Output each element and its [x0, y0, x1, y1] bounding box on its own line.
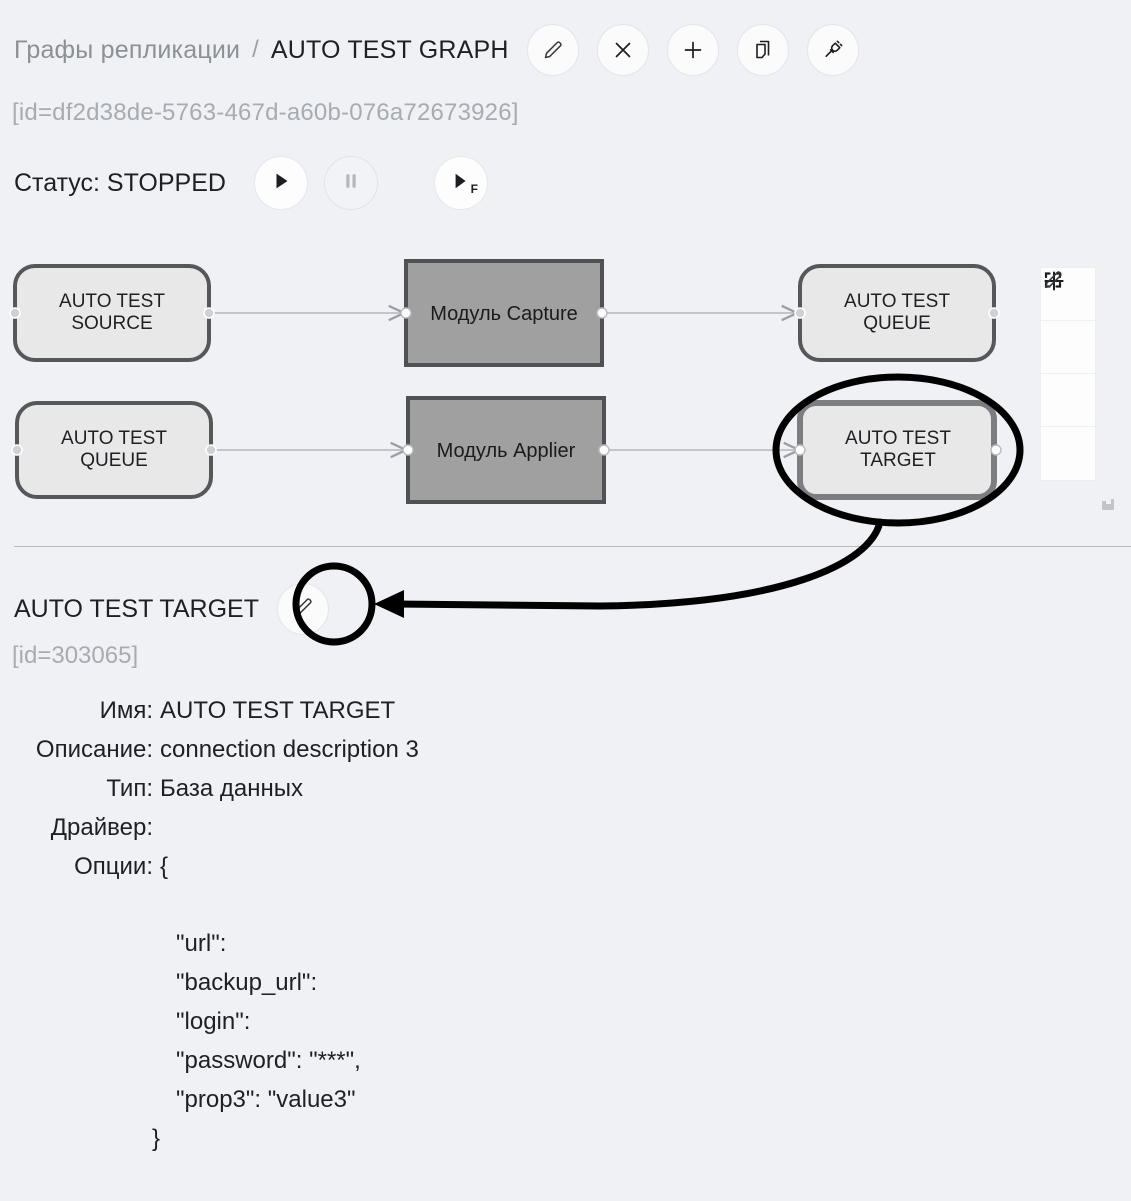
graph-node-auto-test-source[interactable]: AUTO TEST SOURCE	[9, 264, 215, 362]
property-row: Имя: AUTO TEST TARGET	[0, 697, 700, 725]
options-json-block: "url": "backup_url": "login": "password"…	[0, 930, 361, 1164]
graph-node-label: QUEUE	[863, 313, 931, 334]
annotation-arrow-head	[374, 590, 404, 618]
copy-graph-button[interactable]	[736, 24, 789, 76]
property-label: Имя:	[99, 697, 153, 724]
property-row: Опции: {	[0, 853, 700, 881]
edit-canvas-button[interactable]	[1041, 271, 1095, 480]
close-icon	[611, 38, 635, 62]
graph-node-auto-test-queue-bottom[interactable]: AUTO TEST QUEUE	[11, 401, 217, 499]
options-closing-brace: }	[152, 1125, 161, 1152]
graph-node-label: AUTO TEST	[59, 291, 165, 312]
graph-id-label: [id=df2d38de-5763-467d-a60b-076a72673926…	[12, 99, 519, 126]
canvas-resize-handle[interactable]	[1102, 499, 1114, 510]
graph-node-module-applier[interactable]: Модуль Applier	[402, 396, 610, 504]
options-line: "password": "***",	[176, 1047, 361, 1074]
add-graph-button[interactable]	[666, 24, 719, 76]
play-forced-icon	[450, 170, 472, 197]
pencil-icon	[291, 595, 315, 624]
graph-node-auto-test-target[interactable]: AUTO TEST TARGET	[794, 400, 1002, 500]
pencil-icon	[541, 38, 565, 62]
options-line: "backup_url":	[176, 969, 318, 996]
start-button[interactable]	[253, 156, 308, 210]
page-title: AUTO TEST GRAPH	[270, 35, 509, 64]
breadcrumb-separator: /	[252, 36, 259, 63]
property-label: Описание:	[35, 736, 153, 763]
fit-to-screen-button[interactable]	[1041, 272, 1095, 427]
property-label: Опции:	[74, 853, 153, 880]
zoom-controls	[1040, 267, 1096, 481]
detail-title: AUTO TEST TARGET	[14, 594, 259, 623]
graph-node-module-capture[interactable]: Модуль Capture	[400, 259, 608, 367]
property-value: База данных	[160, 775, 303, 802]
property-value: connection description 3	[160, 736, 419, 763]
property-row: Драйвер:	[0, 814, 700, 842]
graph-node-label: TARGET	[860, 450, 936, 471]
status-label: Статус: STOPPED	[14, 168, 226, 197]
connection-properties: Имя: AUTO TEST TARGET Описание: connecti…	[0, 697, 700, 892]
graph-canvas[interactable]: AUTO TEST SOURCE Модуль Capture AUTO TES…	[0, 245, 1131, 535]
play-icon	[270, 170, 292, 197]
options-line: "login":	[176, 1008, 251, 1035]
plus-icon	[681, 38, 705, 62]
breadcrumb: Графы репликации / AUTO TEST GRAPH	[14, 24, 859, 76]
status-bar: Статус: STOPPED F	[14, 155, 488, 211]
copy-icon	[751, 38, 775, 62]
section-divider	[14, 546, 1131, 547]
graph-node-label: AUTO TEST	[845, 428, 951, 449]
graph-node-label: AUTO TEST	[61, 428, 167, 449]
graph-node-auto-test-queue-top[interactable]: AUTO TEST QUEUE	[794, 264, 1000, 362]
breadcrumb-root-link[interactable]: Графы репликации	[14, 35, 241, 64]
delete-graph-button[interactable]	[596, 24, 649, 76]
graph-node-label: AUTO TEST	[844, 291, 950, 312]
edit-graph-button[interactable]	[526, 24, 579, 76]
graph-node-label: QUEUE	[80, 450, 148, 471]
property-value: {	[160, 853, 169, 880]
graph-svg: AUTO TEST SOURCE Модуль Capture AUTO TES…	[9, 259, 1114, 510]
property-label: Тип:	[106, 775, 153, 802]
pause-icon	[340, 170, 362, 197]
pause-button[interactable]	[323, 156, 378, 210]
property-row: Тип: База данных	[0, 775, 700, 803]
play-forced-badge: F	[470, 182, 478, 196]
connection-graph-button[interactable]	[806, 24, 859, 76]
property-value: AUTO TEST TARGET	[160, 697, 396, 724]
detail-id-label: [id=303065]	[12, 642, 139, 669]
zoom-out-button[interactable]	[1041, 280, 1095, 374]
options-line: "url":	[176, 930, 227, 957]
graph-node-label: Модуль Applier	[437, 440, 576, 462]
property-row: Описание: connection description 3	[0, 736, 700, 764]
graph-node-label: Модуль Capture	[430, 303, 578, 325]
detail-header: AUTO TEST TARGET	[14, 583, 329, 635]
plug-icon	[821, 38, 845, 62]
options-line: "prop3": "value3"	[176, 1086, 356, 1113]
edit-connection-button[interactable]	[276, 583, 329, 635]
graph-node-label: SOURCE	[71, 313, 152, 334]
property-label: Драйвер:	[50, 814, 153, 841]
start-forced-button[interactable]: F	[433, 156, 488, 210]
